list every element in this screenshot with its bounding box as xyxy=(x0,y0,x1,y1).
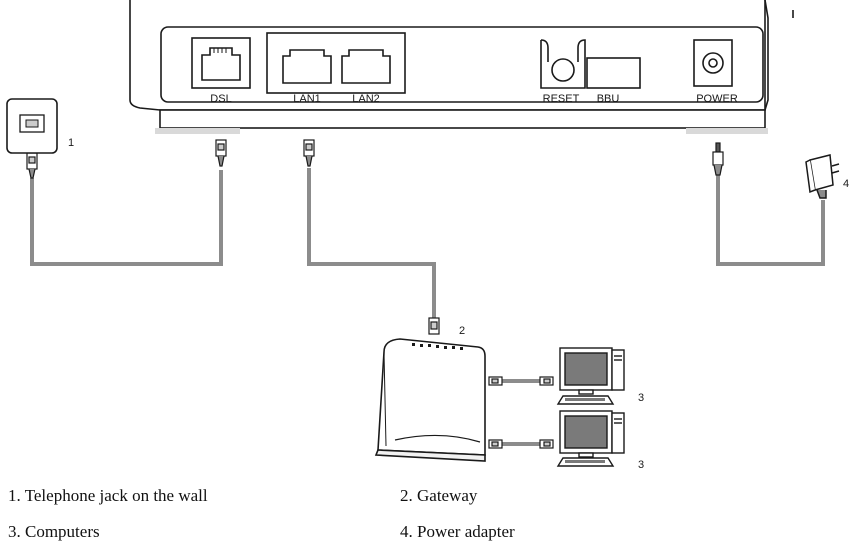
lan2-port-label: LAN2 xyxy=(352,93,380,105)
lan-cable-to-gateway xyxy=(307,168,436,318)
device-right-edge xyxy=(764,0,769,111)
phone-line-cable xyxy=(30,170,223,266)
rj45-plug-icon xyxy=(488,439,554,449)
legend-item-power-adapter: 4. Power adapter xyxy=(400,522,515,541)
device-foot-left xyxy=(155,128,240,134)
reset-housing-left xyxy=(540,39,549,62)
device-foot-right xyxy=(686,128,768,134)
callout-power-adapter: 4 xyxy=(843,178,849,190)
callouts: 1 2 3 3 4 xyxy=(68,137,849,471)
gateway-leds xyxy=(412,343,463,350)
dsl-port-label: DSL xyxy=(210,93,231,105)
lan1-port-label: LAN1 xyxy=(293,93,321,105)
power-adapter-icon xyxy=(805,154,840,199)
legend-item-computers: 3. Computers xyxy=(8,522,100,541)
power-port-label: POWER xyxy=(696,93,738,105)
rj11-plug-icon xyxy=(215,139,227,167)
legend-item-gateway: 2. Gateway xyxy=(400,486,478,505)
rj45-plug-icon xyxy=(488,376,554,386)
computer-icon xyxy=(556,347,625,405)
power-port-inner xyxy=(708,58,718,68)
plugs xyxy=(26,139,724,449)
lan2-port-icon xyxy=(341,49,391,84)
device-base xyxy=(159,109,766,129)
computer-icon xyxy=(556,410,625,467)
rj45-plug-icon xyxy=(303,139,315,167)
power-cable xyxy=(716,175,825,266)
reset-port-label: RESET xyxy=(543,93,580,105)
port-labels: DSL LAN1 LAN2 RESET BBU POWER xyxy=(210,93,738,105)
callout-computer-top: 3 xyxy=(638,392,644,404)
dc-plug-icon xyxy=(712,142,724,176)
callout-telephone-jack: 1 xyxy=(68,137,74,149)
reset-button-icon[interactable] xyxy=(551,58,575,82)
bbu-port xyxy=(586,57,641,89)
telephone-jack-icon xyxy=(6,98,58,154)
gateway-icon xyxy=(374,338,486,462)
callout-gateway: 2 xyxy=(459,325,465,337)
reset-button-housing xyxy=(540,39,586,89)
main-device xyxy=(129,0,794,134)
cables xyxy=(30,168,825,446)
lan1-port-icon xyxy=(282,49,332,84)
dsl-port-icon xyxy=(201,47,241,81)
dsl-port-pins xyxy=(213,48,227,53)
rj45-plug-icon xyxy=(428,317,440,335)
rj11-plug-icon xyxy=(26,152,38,179)
port-panel xyxy=(160,26,764,103)
callout-computer-bottom: 3 xyxy=(638,459,644,471)
bbu-port-label: BBU xyxy=(597,93,620,105)
legend-item-telephone-jack: 1. Telephone jack on the wall xyxy=(8,486,208,505)
lan-port-group xyxy=(266,32,406,94)
